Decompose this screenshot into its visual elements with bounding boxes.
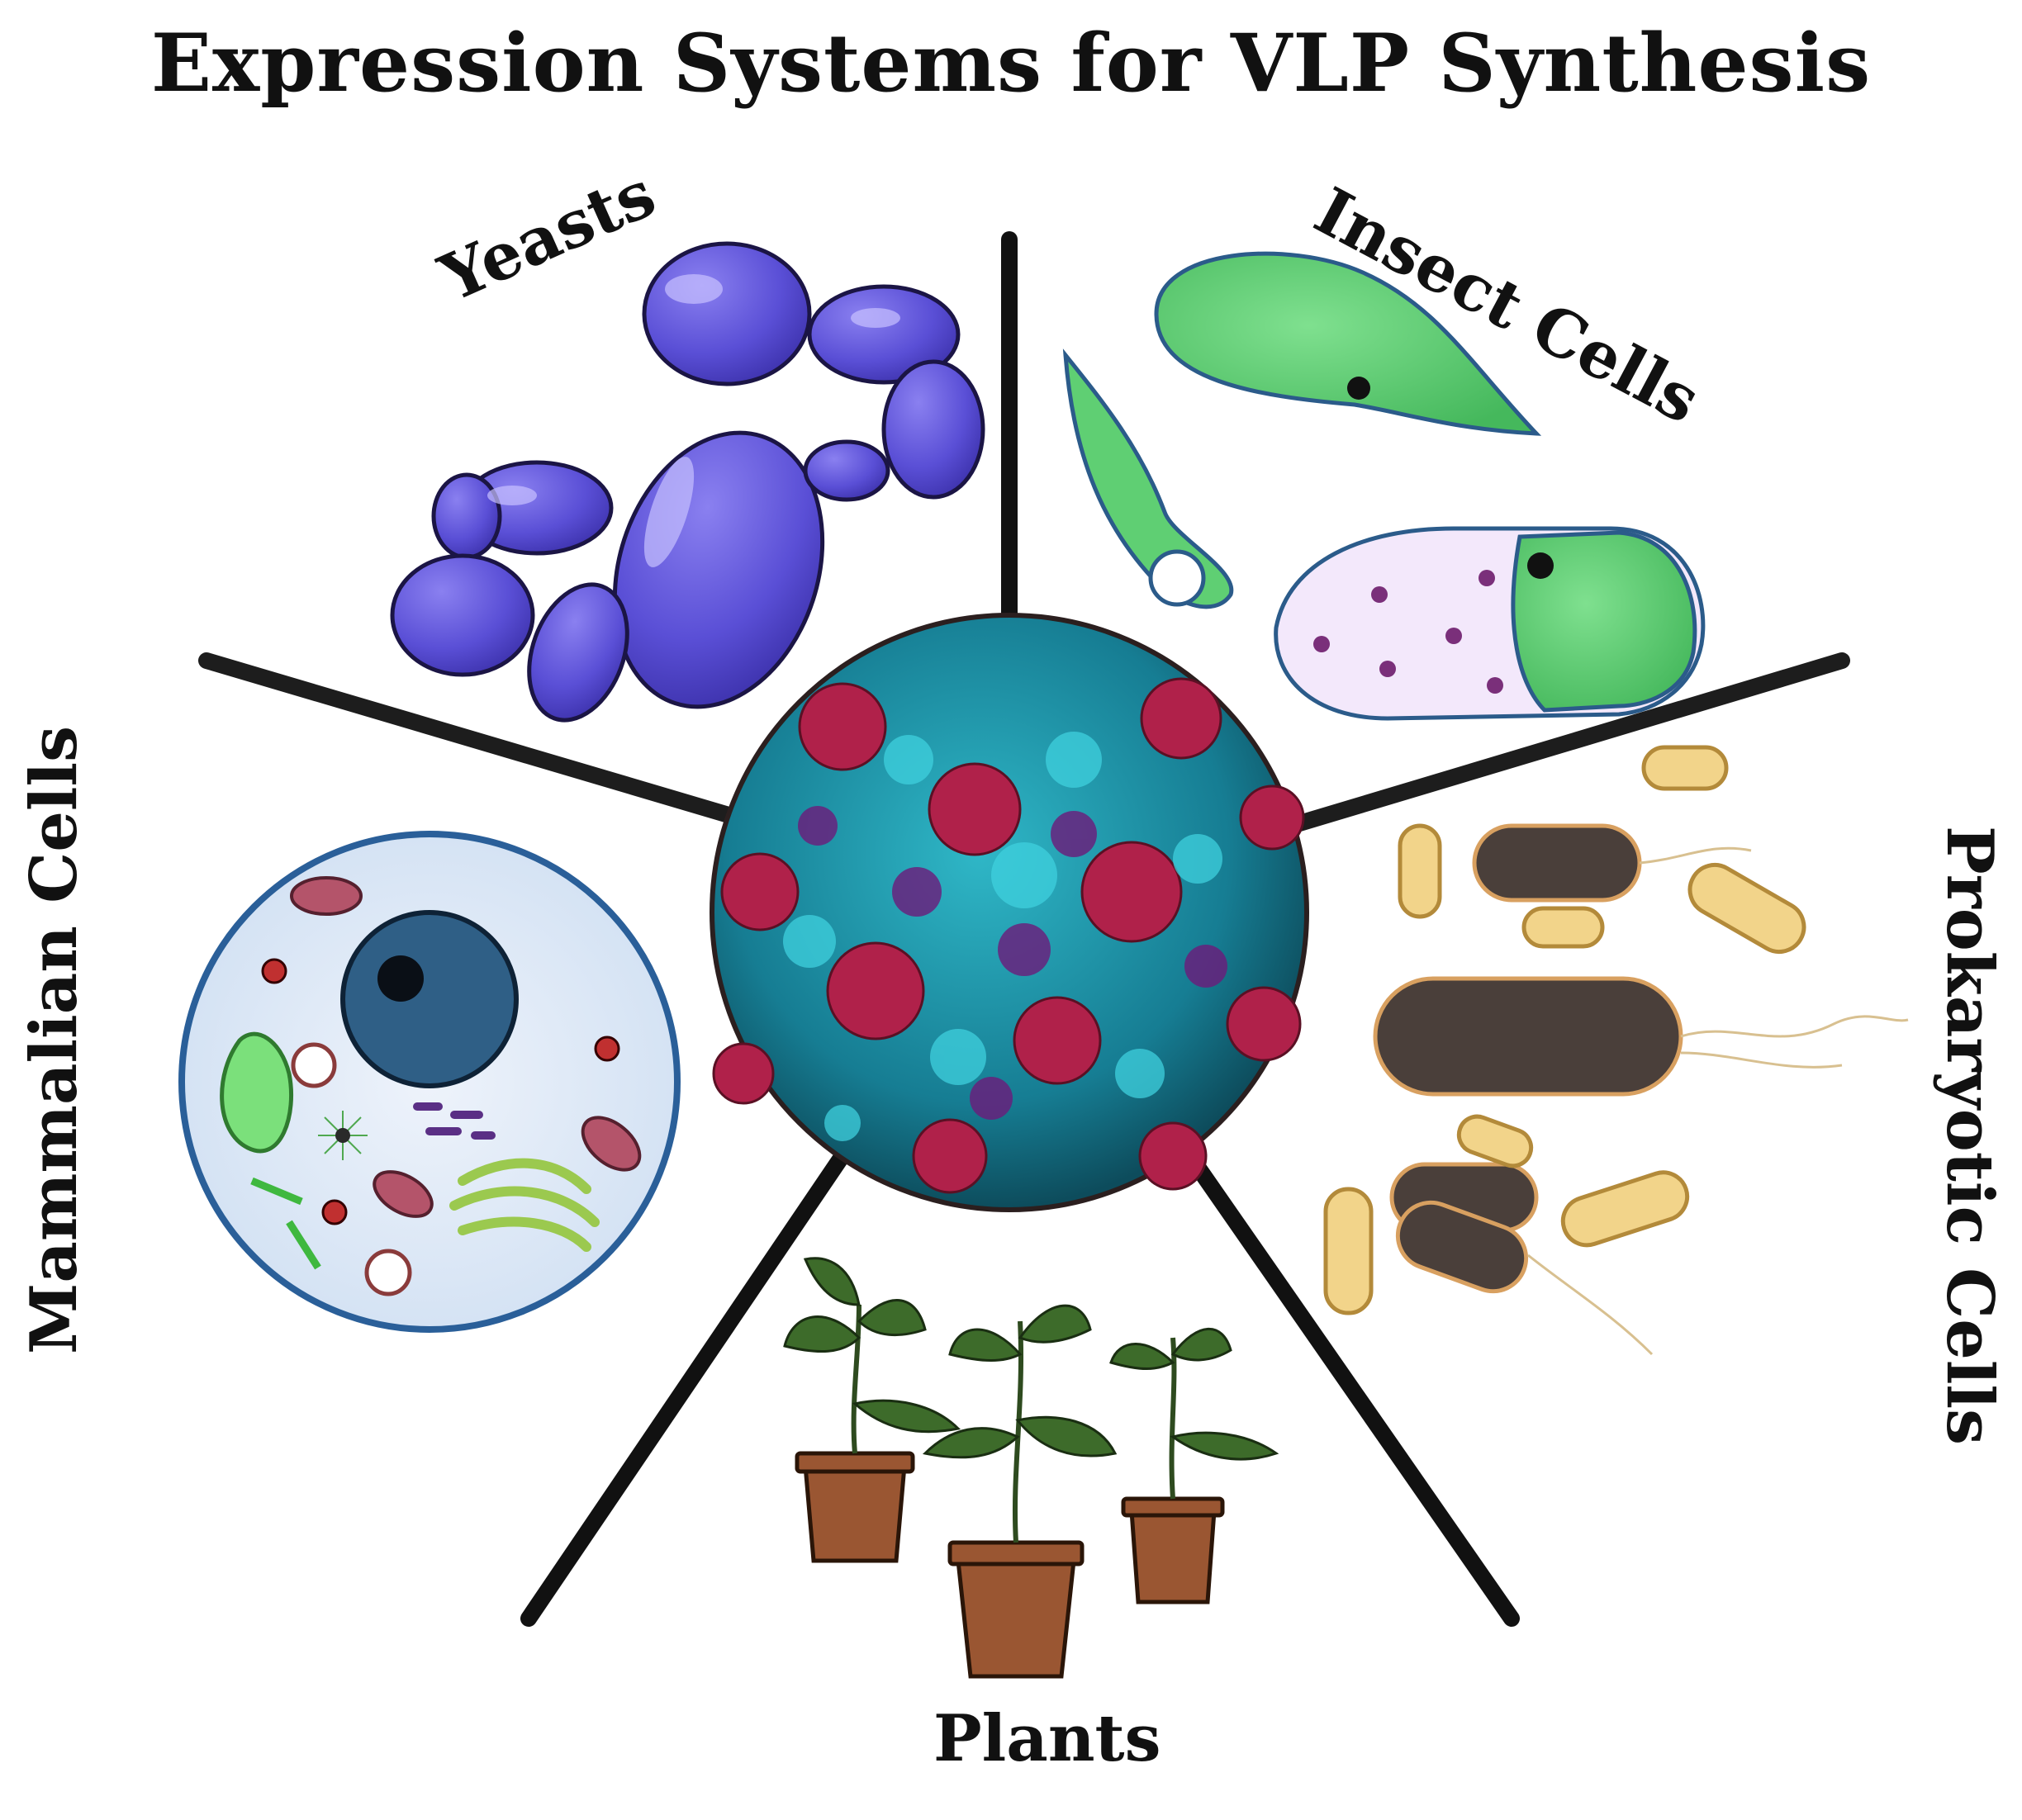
spoke-upper-right <box>1255 652 1850 842</box>
spoke-upper-left <box>198 652 801 842</box>
label-prokaryotic-cells: Prokaryotic Cells <box>1932 826 2007 1445</box>
virus-like-particle-icon <box>710 613 1309 1212</box>
label-plants: Plants <box>933 1701 1161 1776</box>
label-mammalian-cells: Mammalian Cells <box>17 725 92 1354</box>
mammalian-cell-icon <box>178 831 681 1333</box>
insect-cell-icon <box>1062 251 1706 721</box>
bacterium-icon <box>1323 745 1909 1356</box>
diagram-title: Expression Systems for VLP Synthesis <box>150 17 1872 110</box>
spokes <box>198 231 1850 1627</box>
spoke-lower-right <box>1165 1123 1520 1627</box>
spoke-lower-left <box>520 1123 867 1627</box>
potted-plant-icon <box>783 1257 1279 1679</box>
yeast-cell-icon <box>390 241 985 723</box>
